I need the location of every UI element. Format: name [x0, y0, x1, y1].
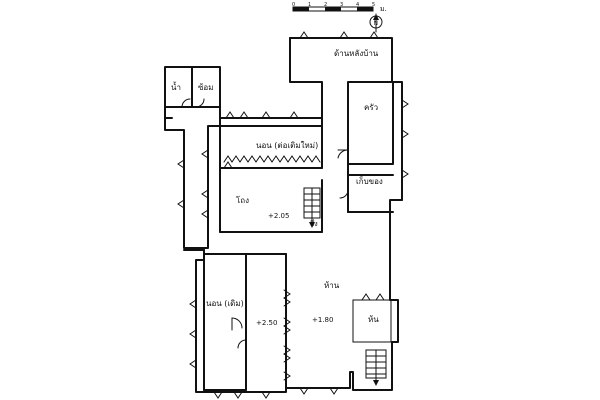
label-bedroom-original: นอน (เดิม)	[206, 299, 244, 308]
label-kitchen: ครัว	[364, 103, 378, 112]
bathroom-block	[164, 66, 221, 119]
bedroom-hall-block	[219, 117, 323, 233]
window-marks	[177, 31, 409, 399]
scale-tick-0: 0	[292, 2, 295, 8]
scale-tick-1: 1	[308, 2, 311, 8]
label-stair-room: ห้น	[368, 315, 379, 324]
label-left-room-level: +2.50	[256, 319, 277, 327]
kitchen-block	[337, 81, 394, 213]
scale-tick-3: 3	[340, 2, 343, 8]
label-stair-down: ลึ่ง	[310, 219, 318, 228]
north-letter: N	[374, 20, 379, 27]
scale-unit: ม.	[380, 5, 387, 13]
scale-tick-4: 4	[356, 2, 359, 8]
label-corridor-level: +1.80	[312, 316, 333, 324]
label-storeroom: เก็บของ	[356, 176, 383, 186]
scale-tick-2: 2	[324, 2, 327, 8]
label-house-area: ห้าน	[324, 281, 340, 290]
scale-tick-5: 5	[372, 2, 375, 8]
left-rooms-block	[203, 253, 291, 391]
label-bathroom: น้ำ	[171, 81, 181, 92]
label-hall-level: +2.05	[268, 212, 289, 220]
label-veranda-back: ด้านหลังบ้าน	[334, 49, 379, 58]
room-labels: ด้านหลังบ้าน น้ำ ซ้อม ครัว เก็บของ นอน (…	[171, 49, 383, 327]
label-hall: โถง	[236, 195, 249, 205]
north-arrow-icon: N	[369, 13, 383, 33]
label-storage-small: ซ้อม	[198, 83, 214, 92]
label-bedroom-new: นอน (ต่อเติมใหม่)	[256, 141, 318, 150]
stair-room	[352, 299, 392, 386]
scale-bar: 0 1 2 3 4 5 ม.	[292, 2, 387, 13]
